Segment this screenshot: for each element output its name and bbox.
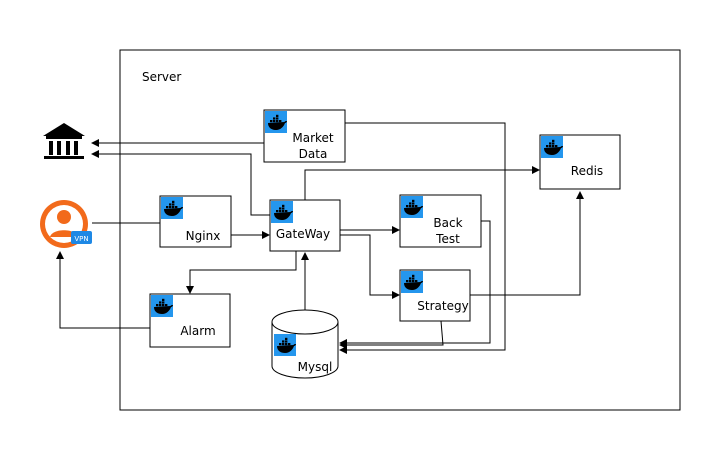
back-test-label-1: Back [433,216,462,230]
edge-gateway-to-redis [304,166,540,200]
node-redis: Redis [539,134,621,190]
docker-icon [401,196,423,218]
nginx-label: Nginx [186,229,221,243]
edge-gateway-to-alarm [186,251,297,294]
server-boundary [119,49,681,411]
market-data-label-2: Data [299,147,328,161]
node-market-data: Market Data [263,109,346,163]
docker-icon [265,111,287,133]
node-alarm: Alarm [149,293,231,348]
node-back-test: Back Test [399,194,482,248]
docker-icon [271,201,293,223]
alarm-label: Alarm [180,324,215,338]
edge-strategy-to-mysql [339,320,444,349]
docker-icon [274,334,296,356]
edge-gateway-to-exchange [91,150,270,216]
back-test-label-2: Test [435,232,460,246]
docker-icon [401,271,423,293]
edge-gateway-to-strategy [340,234,400,299]
node-nginx: Nginx [159,195,232,248]
user-icon: VPN [40,200,92,248]
server-label: Server [142,70,181,84]
redis-label: Redis [571,164,603,178]
mysql-label: Mysql [298,360,333,374]
docker-icon [151,295,173,317]
node-mysql: Mysql [271,309,339,379]
node-strategy: Strategy [399,269,471,322]
strategy-label: Strategy [417,299,468,313]
docker-icon [161,197,183,219]
gateway-label: GateWay [276,227,330,241]
market-data-label-1: Market [292,131,334,145]
vpn-badge-label: VPN [74,235,88,243]
edge-strategy-to-redis [470,191,584,296]
edge-alarm-to-user [56,251,150,329]
edge-backtest-to-mysql [339,220,491,347]
edge-market-data-to-mysql [339,122,506,354]
docker-icon [541,136,563,158]
node-gateway: GateWay [269,199,341,252]
bank-icon [43,123,85,159]
vpn-badge: VPN [71,231,92,244]
